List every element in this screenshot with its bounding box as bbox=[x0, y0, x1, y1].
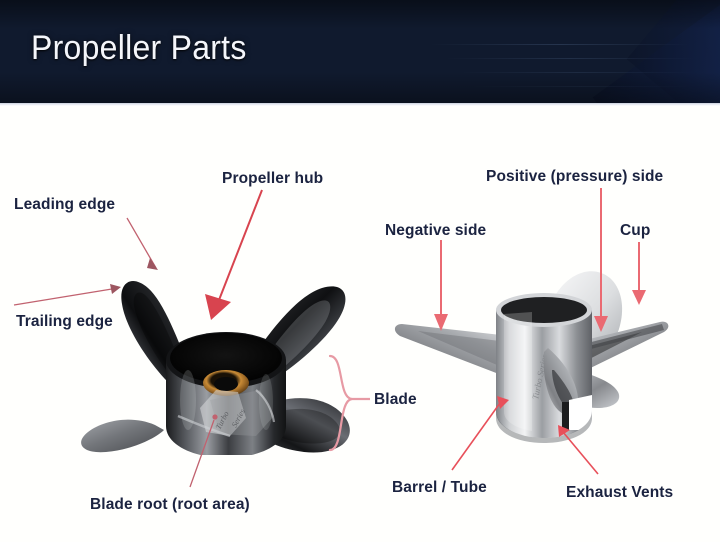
header-divider bbox=[0, 103, 720, 106]
right-prop-tube-opening bbox=[501, 297, 587, 323]
label-trailing-edge: Trailing edge bbox=[16, 313, 113, 330]
page-title: Propeller Parts bbox=[31, 29, 247, 67]
label-blade-root: Blade root (root area) bbox=[90, 496, 250, 513]
label-leading-edge: Leading edge bbox=[14, 196, 116, 213]
label-barrel-tube: Barrel / Tube bbox=[392, 479, 487, 496]
label-negative-side: Negative side bbox=[385, 222, 487, 239]
header-vignette bbox=[0, 0, 720, 103]
header-streak-1 bbox=[430, 44, 690, 45]
right-prop-blade-left bbox=[394, 324, 519, 377]
label-exhaust-vents: Exhaust Vents bbox=[566, 484, 674, 501]
header-streak-3 bbox=[460, 72, 695, 73]
figure-left-propeller: Turbo Series bbox=[81, 281, 350, 455]
header-streak-4 bbox=[470, 86, 690, 87]
label-propeller-hub: Propeller hub bbox=[222, 170, 324, 187]
header-streak-2 bbox=[445, 58, 695, 59]
figure-right-propeller: Turbo Series bbox=[394, 271, 669, 443]
slide-header-banner: Propeller Parts bbox=[0, 0, 720, 103]
label-positive-pressure-side: Positive (pressure) side bbox=[486, 168, 664, 185]
label-cup: Cup bbox=[620, 222, 651, 239]
left-prop-lower-blade bbox=[81, 419, 164, 453]
label-blade: Blade bbox=[374, 391, 417, 408]
left-prop-hub-opening bbox=[170, 333, 282, 383]
right-prop-exhaust-vent bbox=[562, 402, 569, 430]
